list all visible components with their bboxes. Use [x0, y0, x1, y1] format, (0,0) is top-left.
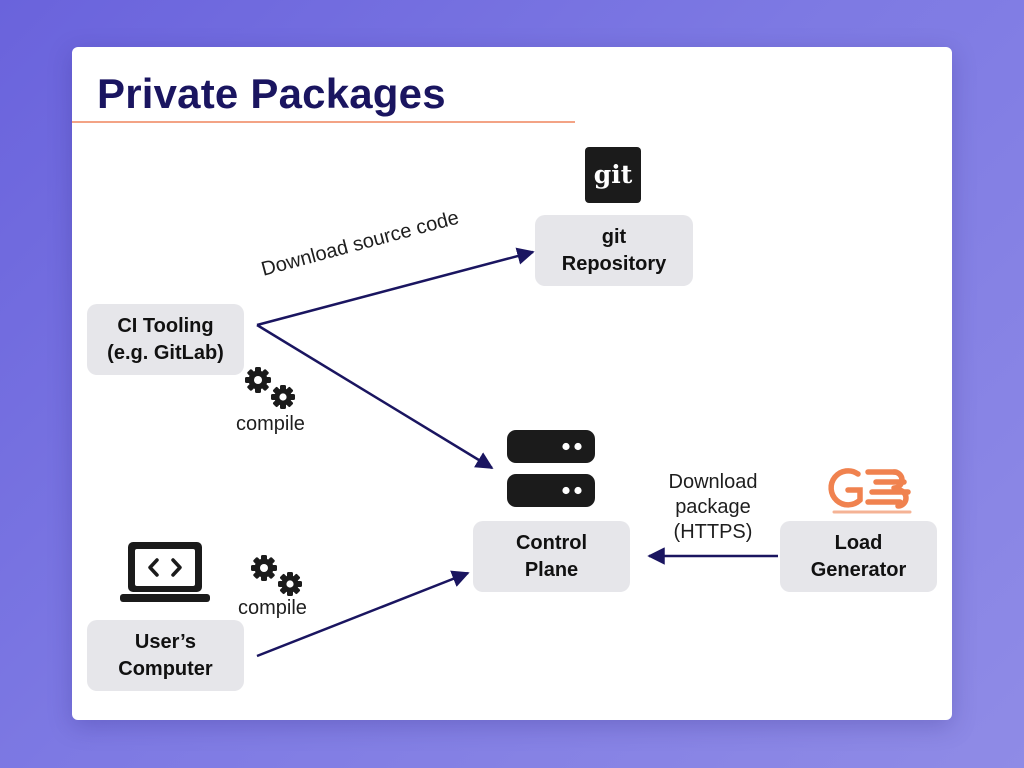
node-load-generator: Load Generator [780, 521, 937, 592]
load-generator-logo [828, 468, 912, 514]
page-title: Private Packages [97, 70, 446, 117]
arrow-ci-to-control-plane [256, 323, 494, 470]
git-logo: git [585, 147, 641, 203]
server-icon [507, 430, 595, 507]
gear-icon [245, 367, 295, 409]
laptop-code-icon [120, 542, 210, 602]
gear-icon [251, 555, 302, 596]
compile-label-ci: compile [236, 413, 305, 435]
title-underline [72, 121, 575, 123]
arrow-ci-to-git [256, 247, 535, 327]
node-users-computer: User’s Computer [87, 620, 244, 691]
arrow-user-to-control-plane [256, 570, 470, 658]
label-download-package: Download package (HTTPS) [668, 471, 758, 543]
node-git-repository: git Repository [535, 215, 693, 286]
compile-label-user: compile [238, 597, 307, 619]
node-control-plane: Control Plane [473, 521, 630, 592]
node-ci-tooling: CI Tooling (e.g. GitLab) [87, 304, 244, 375]
slide-card [72, 47, 952, 720]
